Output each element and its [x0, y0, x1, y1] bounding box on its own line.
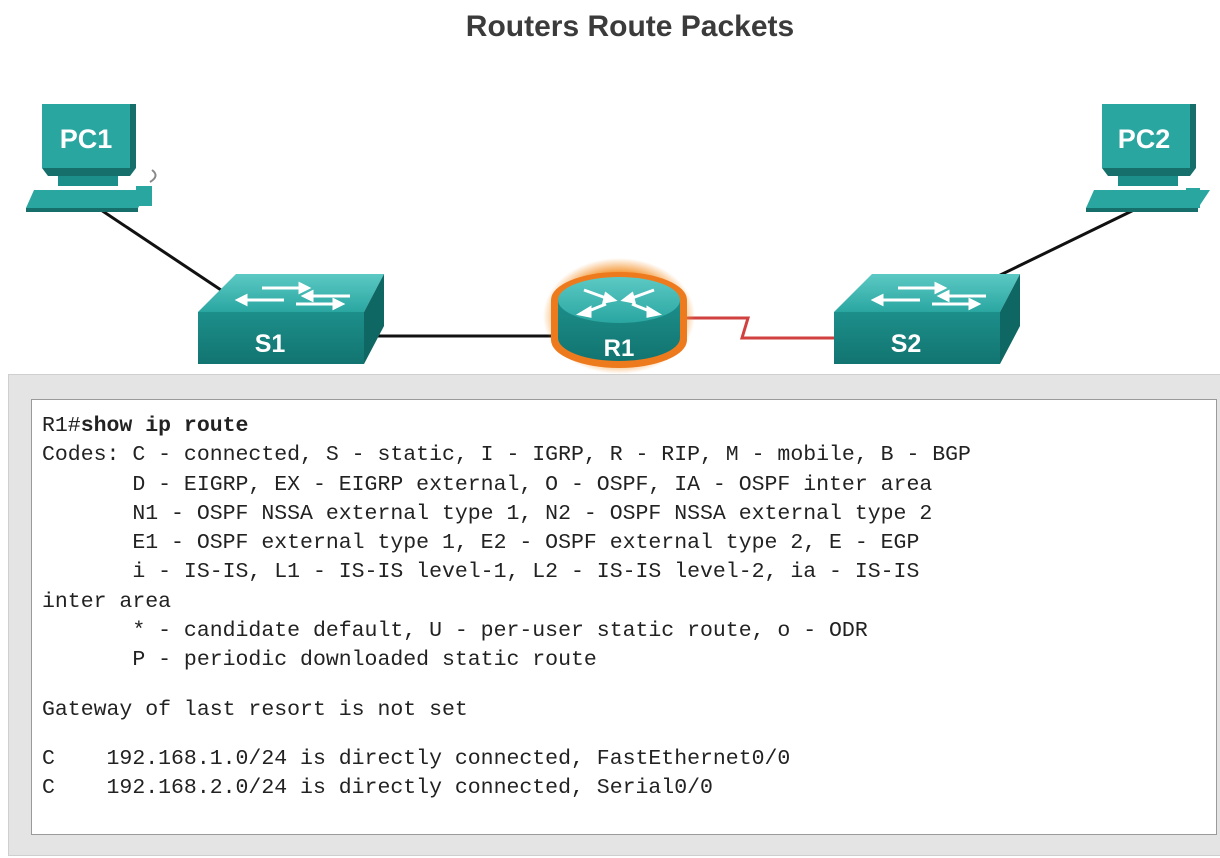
link-pc2-s2: [989, 206, 1139, 282]
r1-router-icon[interactable]: R1: [543, 258, 695, 374]
codes-line: E1 - OSPF external type 1, E2 - OSPF ext…: [42, 531, 920, 556]
route-entry: C 192.168.2.0/24 is directly connected, …: [42, 776, 713, 801]
pc2-label: PC2: [1118, 124, 1171, 154]
route-entry: C 192.168.1.0/24 is directly connected, …: [42, 746, 791, 771]
codes-line: P - periodic downloaded static route: [42, 648, 597, 673]
command: show ip route: [80, 414, 249, 438]
pc1-icon[interactable]: PC1: [26, 104, 157, 212]
diagram-title: Routers Route Packets: [465, 10, 795, 43]
network-topology: PC1 PC2 S1 S2: [26, 104, 1210, 374]
s1-switch-icon[interactable]: S1: [198, 274, 384, 364]
codes-line: Codes: C - connected, S - static, I - IG…: [42, 443, 971, 468]
pc2-icon[interactable]: PC2: [1086, 104, 1210, 212]
s1-label: S1: [255, 330, 286, 358]
link-r1-s2-serial: [680, 316, 838, 340]
link-pc1-s1: [97, 206, 237, 302]
codes-line: * - candidate default, U - per-user stat…: [42, 619, 868, 644]
terminal-output[interactable]: R1#show ip route Codes: C - connected, S…: [31, 399, 1217, 835]
codes-line: D - EIGRP, EX - EIGRP external, O - OSPF…: [42, 472, 933, 497]
pc1-label: PC1: [60, 124, 113, 154]
codes-line: N1 - OSPF NSSA external type 1, N2 - OSP…: [42, 501, 933, 526]
s2-switch-icon[interactable]: S2: [834, 274, 1020, 364]
command-line: R1#show ip route: [42, 412, 1216, 441]
s2-label: S2: [891, 330, 922, 358]
prompt: R1#: [42, 414, 81, 438]
codes-line: i - IS-IS, L1 - IS-IS level-1, L2 - IS-I…: [42, 560, 920, 585]
gateway-line: Gateway of last resort is not set: [42, 697, 468, 722]
codes-line: inter area: [42, 589, 172, 614]
terminal-panel: R1#show ip route Codes: C - connected, S…: [8, 374, 1220, 856]
r1-label: R1: [604, 335, 635, 362]
